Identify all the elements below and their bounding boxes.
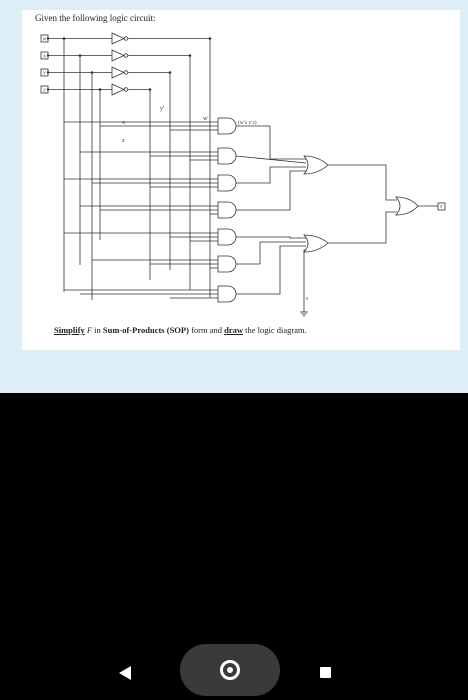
or-gate-1 — [303, 155, 329, 175]
back-button[interactable] — [110, 658, 140, 688]
and-gate-2 — [217, 147, 237, 165]
caption-rest: the logic diagram. — [243, 325, 307, 335]
input-label-y: Y — [43, 71, 47, 76]
caption-f: F — [84, 325, 93, 335]
caption-draw: draw — [224, 325, 243, 335]
question-title: Given the following logic circuit: — [35, 13, 156, 23]
question-card — [22, 10, 460, 350]
output-label-f: F — [440, 204, 443, 209]
caption-sop: Sum-of-Products (SOP) — [102, 325, 189, 335]
input-label-w: W — [42, 37, 47, 42]
home-circle-icon — [220, 660, 240, 680]
and-gate-6 — [217, 255, 237, 273]
label-x: x — [122, 120, 125, 126]
caption-simplify: Simplify — [54, 325, 85, 335]
not-gate-w — [111, 32, 125, 45]
and-gate-3 — [217, 174, 237, 192]
question-area: Given the following logic circuit: — [0, 0, 468, 393]
not-gate-z — [111, 83, 125, 96]
and-gate-7 — [217, 285, 237, 303]
android-nav-bar — [0, 640, 468, 700]
label-y-prime: y' — [160, 106, 164, 112]
label-term: (w'z y'z) — [238, 119, 257, 126]
recent-square-icon — [319, 666, 331, 678]
not-gate-y — [111, 66, 125, 79]
output-box-f — [437, 202, 446, 211]
caption-form-and: form and — [188, 325, 225, 335]
back-triangle-icon — [119, 666, 131, 680]
label-ground: 0 — [306, 296, 309, 301]
and-gate-5 — [217, 228, 237, 246]
label-w-prime: w' — [203, 116, 208, 122]
final-gate — [395, 196, 419, 216]
and-gate-1 — [217, 117, 237, 135]
label-z: z — [122, 138, 125, 144]
not-gate-x — [111, 49, 125, 62]
or-gate-2 — [303, 234, 329, 253]
question-caption: Simplify F in Sum-of-Products (SOP) form… — [54, 325, 307, 335]
and-gate-4 — [217, 201, 237, 219]
input-label-z: Z — [43, 88, 46, 93]
recent-apps-button[interactable] — [315, 662, 335, 682]
caption-in: in — [92, 325, 103, 335]
home-button[interactable] — [180, 644, 280, 696]
input-label-x: X — [43, 54, 47, 59]
logic-circuit-diagram: W X Y Z F x z y' w' (w'z y'z) 0 — [40, 32, 446, 317]
